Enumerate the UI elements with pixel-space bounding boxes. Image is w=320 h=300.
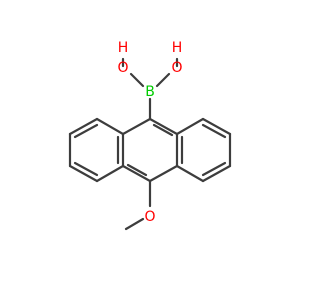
bond-line [68,164,99,183]
bond-line [175,164,205,183]
atom-methoxy-o: O [144,209,155,225]
bond-line [201,123,227,139]
atom-boron: B [145,84,155,100]
bond-line [124,217,145,231]
bond-line [201,164,232,183]
bond-line [68,117,99,136]
bond-line [73,161,99,177]
atom-hydroxyl-right-o: O [171,60,182,76]
bond-line [121,117,152,136]
atom-hydroxyl-left-h: H [118,40,129,56]
atom-hydroxyl-right-h: H [172,40,183,56]
bond-line [148,117,179,136]
bond-line [73,123,99,139]
bond-line [95,117,125,136]
bond-line [175,117,205,136]
molecule-structure: B O H O H O [68,40,232,231]
bond-line [155,72,171,88]
bond-line [201,117,232,136]
bond-line [148,164,179,183]
bond-line [121,164,152,183]
atom-hydroxyl-left-o: O [117,60,128,76]
bond-line [152,123,174,137]
bond-line [126,163,148,177]
bond-line [95,164,125,183]
bond-line [201,161,227,177]
bond-lines [68,57,232,231]
bond-line [129,72,145,88]
